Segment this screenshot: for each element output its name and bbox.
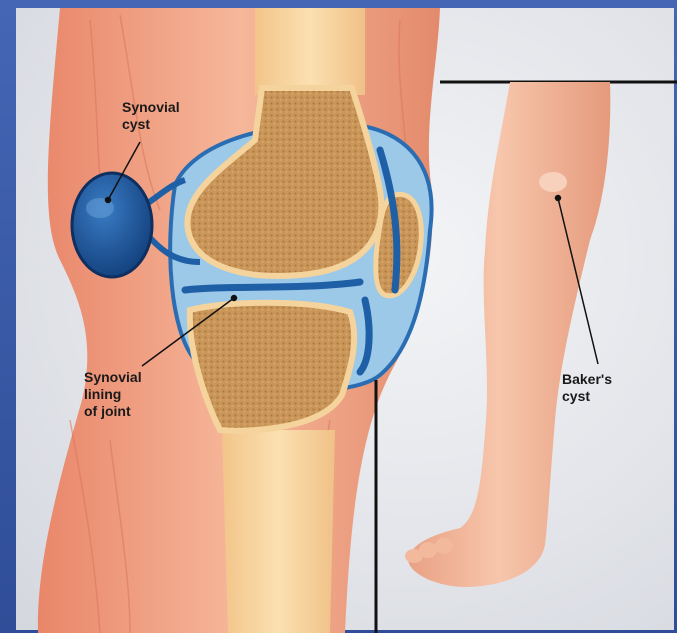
label-line: Synovial [122,99,180,116]
label-line: cyst [562,388,612,405]
label-line: cyst [122,116,180,133]
lower-leg [408,82,610,587]
label-line: Baker's [562,371,612,388]
synovial-cyst [72,173,152,277]
synovial-lining-label: Synovial lining of joint [84,369,142,420]
label-line: lining [84,386,142,403]
bakers-cyst-bump [539,172,567,192]
femur-shaft [255,8,365,95]
tibia-shaft [222,430,335,633]
bakers-cyst-label: Baker's cyst [562,371,612,405]
label-line: Synovial [84,369,142,386]
label-line: of joint [84,403,142,420]
synovial-cyst-label: Synovial cyst [122,99,180,133]
tibia-head [190,303,354,431]
